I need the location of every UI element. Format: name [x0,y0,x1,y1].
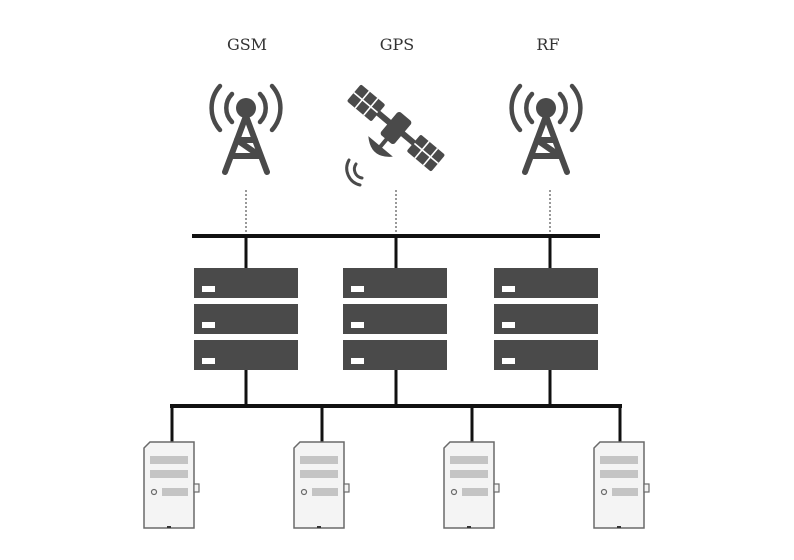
rf-label: RF [536,35,559,54]
signal-waves-icon [345,158,364,187]
server-rack-icon [343,268,447,370]
server-rack-icon [494,268,598,370]
server-rack-icon [194,268,298,370]
desktop-tower-icon [143,441,200,529]
gsm-label: GSM [227,35,267,54]
desktop-tower-icon [593,441,650,529]
cell-tower-icon [209,83,283,175]
radio-tower-icon [509,83,583,175]
desktop-tower-icon [293,441,350,529]
desktop-tower-icon [443,441,500,529]
rack-drops [244,370,552,406]
top-drops [244,236,552,268]
wireless-links [245,190,551,236]
satellite-icon [347,85,445,171]
gps-label: GPS [380,35,415,54]
client-drops [170,406,622,442]
